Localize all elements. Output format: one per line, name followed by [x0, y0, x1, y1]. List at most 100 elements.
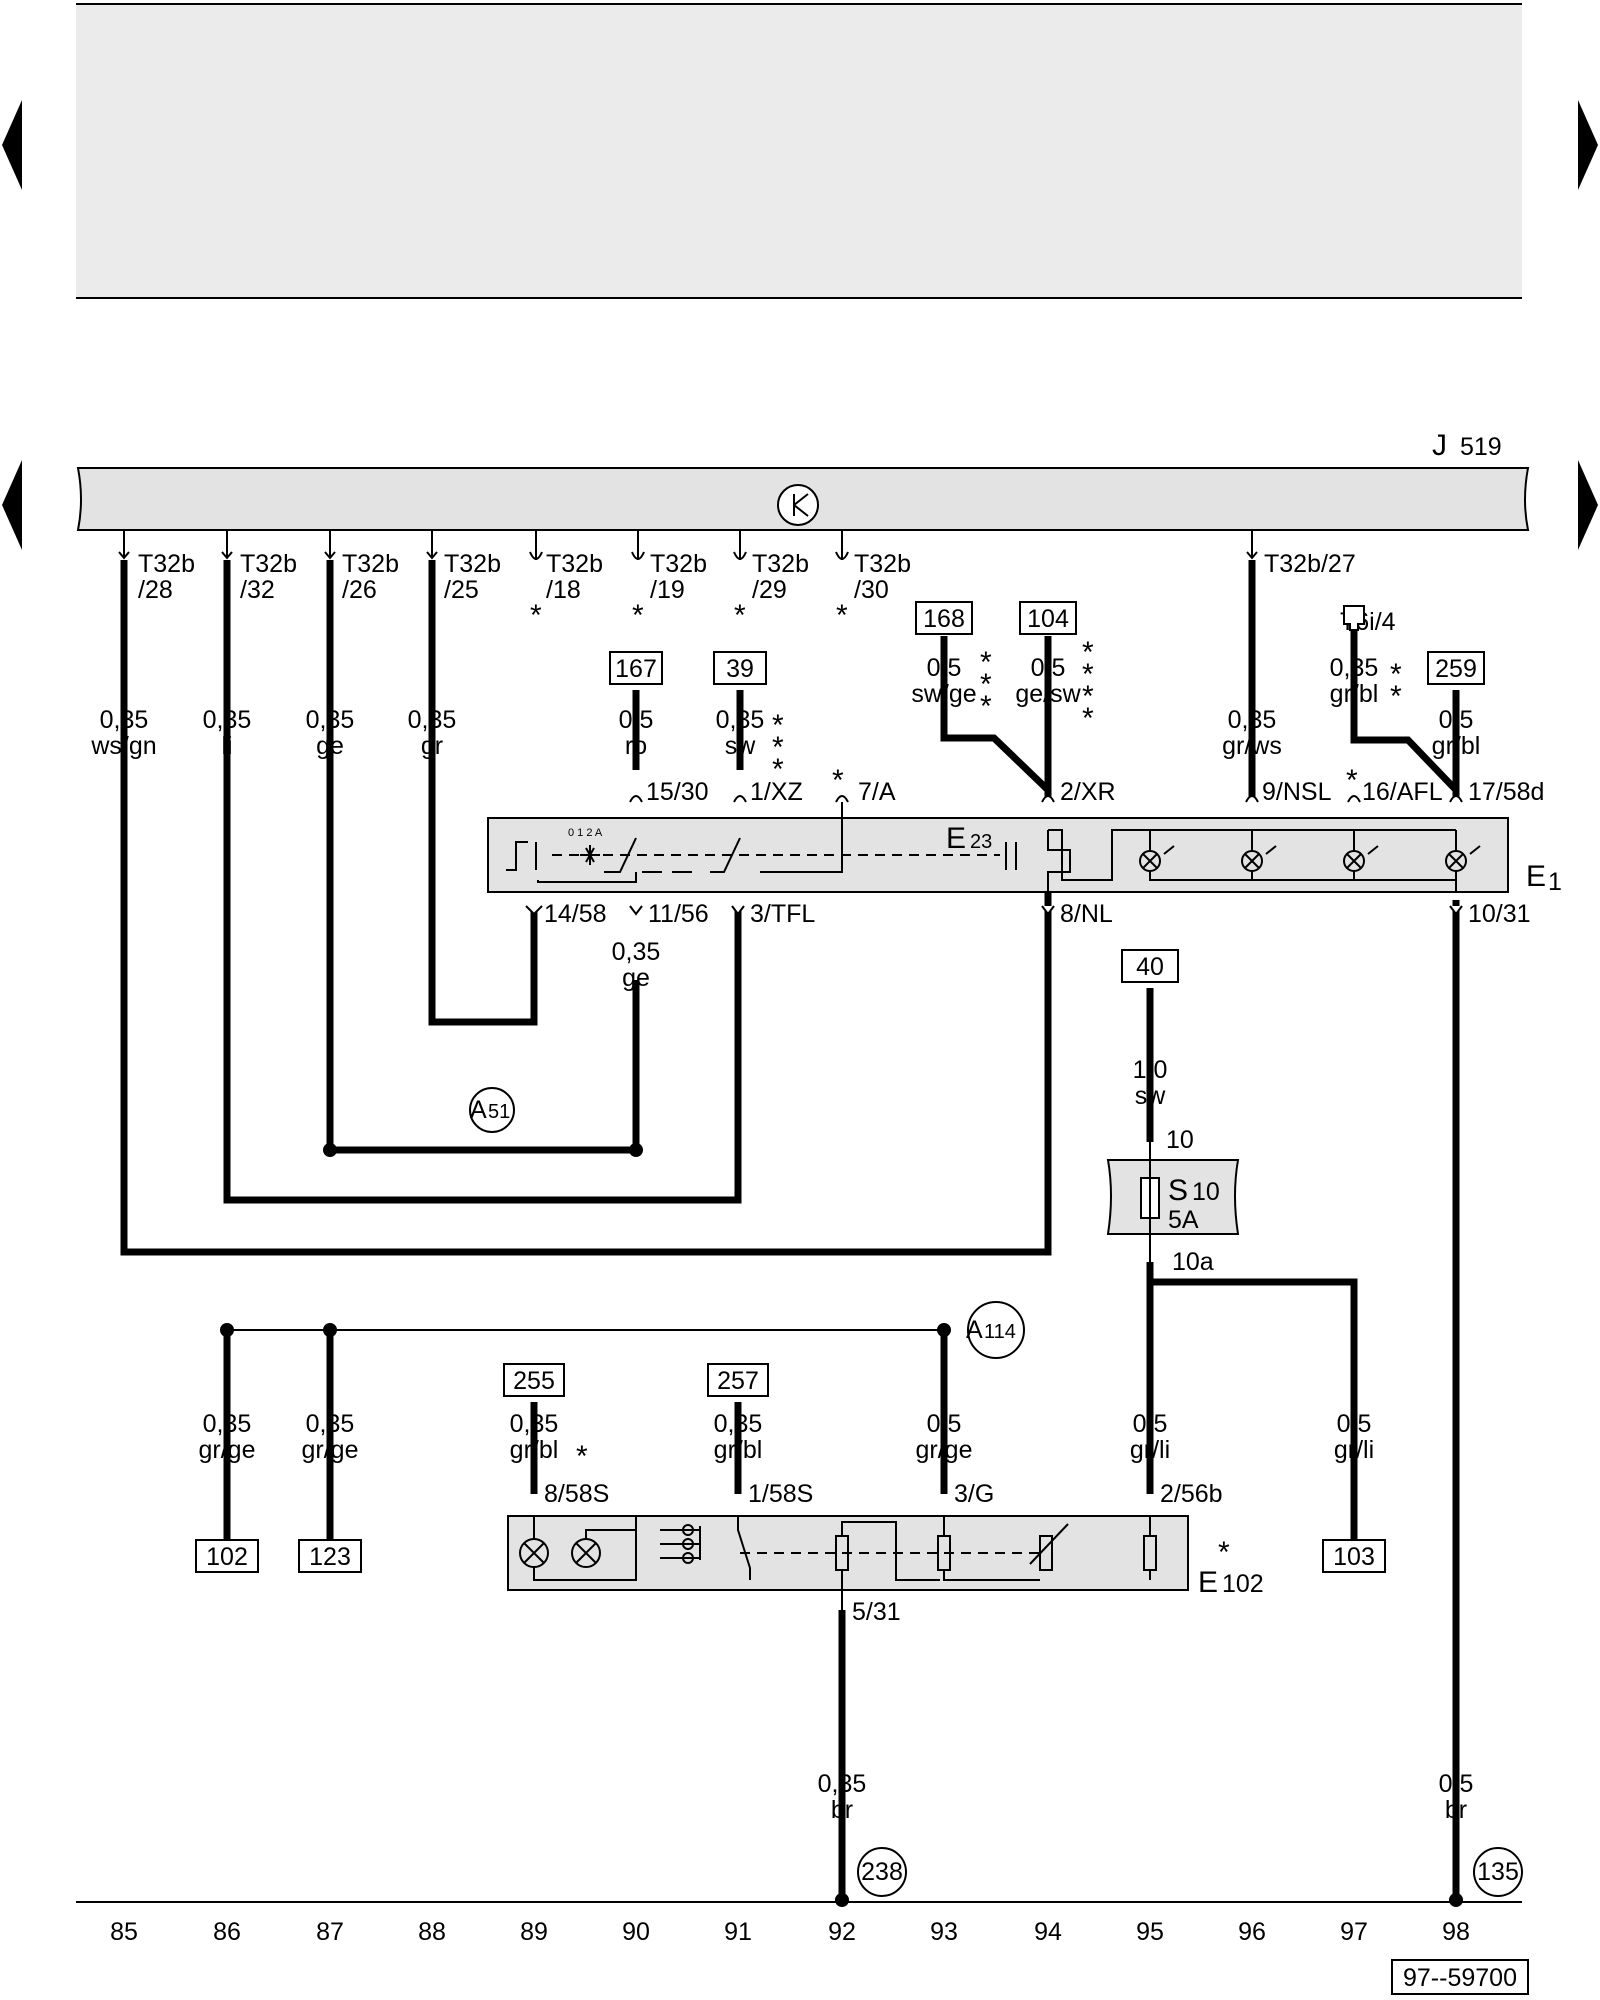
wire-size: 0,5	[619, 706, 654, 734]
node-a51-id: A	[470, 1096, 487, 1124]
ref-box-257: 257	[717, 1367, 759, 1395]
e1-pin-14-58: 14/58	[544, 900, 607, 928]
wire-size: 0,35	[714, 1410, 763, 1438]
pin-t32b-18-pin: /18	[546, 576, 581, 604]
e102-id: E	[1198, 1566, 1218, 1599]
wire-color: li	[221, 732, 232, 760]
wire-size: 0,5	[927, 1410, 962, 1438]
e1-pin-15-30: 15/30	[646, 778, 709, 806]
junction-dot	[937, 1323, 951, 1337]
wire-color: gr/ge	[302, 1436, 359, 1464]
e102-internals	[519, 1516, 1157, 1610]
prev-page-arrow[interactable]	[2, 460, 22, 550]
e102-pin-3-g: 3/G	[954, 1480, 994, 1508]
wire-size: 0,35	[203, 1410, 252, 1438]
node-a51	[469, 1087, 515, 1133]
wire-size: 1,0	[1133, 1056, 1168, 1084]
transistor-symbol-icon	[777, 484, 819, 526]
e1-pin-2-xr: 2/XR	[1060, 778, 1116, 806]
j519-sub: 519	[1460, 433, 1502, 461]
junction-dot	[220, 1323, 234, 1337]
wire-color: sw/ge	[911, 680, 976, 708]
pin-t32b-30-code: T32b	[854, 550, 911, 578]
wire-color: gr/bl	[510, 1436, 559, 1464]
header-panel	[76, 4, 1522, 298]
star: *	[772, 753, 784, 786]
wire-color: ws/gn	[90, 732, 156, 760]
pin-t32b-32-code: T32b	[240, 550, 297, 578]
e23-id: E	[946, 822, 966, 855]
ground-135	[1473, 1847, 1523, 1897]
e23-sub: 23	[970, 831, 992, 853]
star: *	[980, 646, 992, 679]
wire-color: br	[831, 1796, 853, 1824]
wire-color: ge/sw	[1015, 680, 1081, 708]
wire-size: 0,5	[1031, 654, 1066, 682]
ground-238	[857, 1847, 907, 1897]
e1-pin-16-afl: 16/AFL	[1362, 778, 1443, 806]
prev-page-arrow-top[interactable]	[2, 100, 22, 190]
star: *	[1218, 1536, 1230, 1569]
node-a114-sub: 114	[984, 1321, 1016, 1343]
e1-pin-8-nl: 8/NL	[1060, 900, 1113, 928]
wire-size: 0,35	[716, 706, 765, 734]
lamp-icons	[1139, 845, 1481, 872]
reference-boxes: 167 39 168 104 259 40 255 257 102 123 10…	[195, 601, 1485, 1573]
ref-box-40: 40	[1136, 953, 1164, 981]
ground-135-label: 135	[1477, 1858, 1519, 1886]
e1-pin-10-31: 10/31	[1468, 900, 1531, 928]
node-a114-id: A	[966, 1316, 983, 1344]
wire-size: 0,35	[612, 938, 661, 966]
star: *	[772, 731, 784, 764]
wire-size: 0,5	[1133, 1410, 1168, 1438]
e102-pin-1-58s: 1/58S	[748, 1480, 813, 1508]
ref-box-123: 123	[309, 1543, 351, 1571]
fuse-id: S	[1168, 1174, 1188, 1207]
figure-code: 97--59700	[1403, 1964, 1517, 1992]
wire-size: 0,35	[1330, 654, 1379, 682]
e1-pin-1-xz: 1/XZ	[750, 778, 803, 806]
fuse-pin-out: 10a	[1172, 1248, 1214, 1276]
figure-code-box	[1391, 1959, 1529, 1995]
wire-ws-gn-path	[120, 560, 1052, 1256]
star-marks: * * * * * * * * * * * * * * * *	[576, 636, 1402, 1569]
e1-pin-7-a: 7/A	[858, 778, 896, 806]
e1-pin-11-56: 11/56	[648, 900, 709, 928]
track-numbers: 85 86 87 88 89 90 91 92 93 94 95 96 97 9…	[110, 1918, 1470, 1946]
wire-labels: 0,35 ws/gn 0,35 li 0,35 ge 0,35 gr 0,5 r…	[90, 654, 1480, 1824]
e102-pin-8-58s: 8/58S	[544, 1480, 609, 1508]
wire-color: ge	[622, 964, 650, 992]
e1-sub: 1	[1548, 868, 1562, 896]
wire-size: 0,5	[927, 654, 962, 682]
wire-color: gr/bl	[1432, 732, 1481, 760]
wire-size: 0,35	[818, 1770, 867, 1798]
star: *	[980, 690, 992, 723]
j519-id: J	[1432, 429, 1447, 462]
pin-t32b-19-code: T32b	[650, 550, 707, 578]
node-a51-sub: 51	[488, 1101, 510, 1123]
pin-t32b-27-code: T32b/27	[1264, 550, 1356, 578]
wire-color: gr/ws	[1222, 732, 1282, 760]
connector-ticks	[118, 530, 1258, 560]
wire-size: 0,5	[1439, 1770, 1474, 1798]
wire-color: gr	[421, 732, 443, 760]
wire-size: 0,35	[100, 706, 149, 734]
pin-t32b-30-pin: /30	[854, 576, 889, 604]
star: *	[576, 1440, 588, 1473]
pin-t32b-28-pin: /28	[138, 576, 173, 604]
next-page-arrow[interactable]	[1578, 460, 1598, 550]
junction-dot	[629, 1143, 643, 1157]
wire-harness	[120, 560, 1460, 1900]
wire-size: 0,35	[203, 706, 252, 734]
fuse-pin-in: 10	[1166, 1126, 1194, 1154]
pin-t32b-25-pin: /25	[444, 576, 479, 604]
track-97: 97	[1340, 1918, 1368, 1946]
star: *	[1346, 764, 1358, 797]
e102-pin-5-31: 5/31	[852, 1598, 901, 1626]
star: *	[1082, 680, 1094, 713]
wire-size: 0,5	[1337, 1410, 1372, 1438]
next-page-arrow-top[interactable]	[1578, 100, 1598, 190]
pin-t32b-29-code: T32b	[752, 550, 809, 578]
track-87: 87	[316, 1918, 344, 1946]
